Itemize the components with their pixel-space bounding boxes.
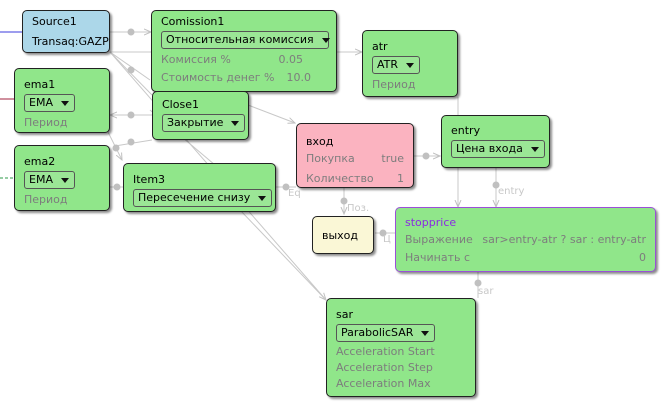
- prop-name: Стоимость денег %: [161, 71, 275, 84]
- node-title: atr: [372, 40, 388, 53]
- prop-row[interactable]: Покупка true: [306, 150, 404, 168]
- node-vhod[interactable]: вход Покупка true Количество 1: [296, 123, 414, 188]
- link-dot[interactable]: [112, 144, 120, 152]
- indicator-select[interactable]: EMA: [24, 94, 75, 112]
- link-dot[interactable]: [127, 138, 135, 146]
- node-item3[interactable]: Item3 Пересечение снизу: [123, 163, 276, 212]
- prop-row[interactable]: Начинать с 0: [405, 249, 646, 267]
- select-value: EMA: [29, 96, 53, 109]
- node-vyhod[interactable]: выход: [312, 216, 374, 254]
- node-title: entry: [451, 124, 481, 137]
- link-dot[interactable]: [282, 183, 290, 191]
- prop-row[interactable]: Период: [24, 114, 100, 132]
- node-ema2[interactable]: ema2 EMA Период: [14, 145, 110, 211]
- select-value: EMA: [29, 173, 53, 186]
- price-type-select[interactable]: Закрытие: [162, 114, 246, 132]
- prop-row[interactable]: Выражение sar>entry-atr ? sar : entry-atr: [405, 231, 646, 249]
- indicator-select[interactable]: ATR: [372, 56, 421, 74]
- node-title: выход: [322, 229, 359, 242]
- prop-row[interactable]: Период: [372, 76, 448, 94]
- node-sar[interactable]: sar ParabolicSAR Acceleration Start Acce…: [326, 298, 476, 397]
- prop-name: Комиссия %: [161, 53, 231, 66]
- chevron-down-icon: [321, 37, 330, 43]
- prop-row[interactable]: Acceleration Step: [336, 360, 466, 376]
- chevron-down-icon: [258, 195, 267, 201]
- node-title: ema1: [24, 78, 56, 91]
- prop-name: Acceleration Step: [336, 361, 433, 374]
- prop-row[interactable]: Стоимость денег % 10.0: [161, 69, 311, 87]
- link-label-poz: Поз.: [347, 203, 370, 214]
- prop-name: Выражение: [405, 233, 473, 246]
- link-item3-sar: [239, 209, 327, 301]
- prop-row[interactable]: Количество 1: [306, 170, 404, 188]
- prop-value: 0.05: [278, 53, 304, 66]
- prop-name: Период: [372, 78, 416, 91]
- link-dot[interactable]: [340, 197, 348, 205]
- node-ema1[interactable]: ema1 EMA Период: [14, 68, 110, 133]
- link-label-entry: entry: [498, 186, 525, 197]
- link-label-sar: sar: [478, 286, 494, 297]
- node-stopprice[interactable]: stopprice Выражение sar>entry-atr ? sar :…: [395, 207, 656, 272]
- node-title: ema2: [24, 155, 56, 168]
- node-title: stopprice: [405, 216, 457, 229]
- node-title: Item3: [133, 173, 166, 186]
- prop-row[interactable]: Acceleration Max: [336, 376, 466, 392]
- prop-value: 0: [639, 251, 646, 264]
- prop-value: 1: [397, 172, 404, 185]
- chevron-down-icon: [406, 62, 415, 68]
- prop-name: Период: [24, 116, 68, 129]
- commission-type-select[interactable]: Относительная комиссия: [161, 31, 330, 49]
- select-value: ATR: [377, 58, 399, 71]
- chevron-down-icon: [60, 177, 69, 183]
- node-title: Comission1: [161, 15, 225, 28]
- chevron-down-icon: [421, 330, 430, 336]
- link-dot[interactable]: [474, 279, 482, 287]
- prop-name: Количество: [306, 172, 374, 185]
- node-title: вход: [306, 135, 334, 148]
- prop-row[interactable]: Комиссия % 0.05: [161, 51, 303, 69]
- link-source-item3: [109, 51, 151, 81]
- node-title: Close1: [162, 98, 199, 111]
- entry-price-select[interactable]: Цена входа: [451, 140, 545, 158]
- link-close-vhod: [247, 104, 295, 123]
- node-source1[interactable]: Source1 Transaq:GAZP: [22, 10, 110, 53]
- prop-name: Период: [24, 193, 68, 206]
- link-label-eq: Eq: [288, 188, 301, 199]
- prop-row[interactable]: Acceleration Start: [336, 344, 466, 360]
- node-title: sar: [336, 308, 353, 321]
- link-dot[interactable]: [113, 183, 121, 191]
- source-security: Transaq:GAZP: [32, 35, 109, 48]
- select-value: Относительная комиссия: [166, 33, 314, 46]
- condition-select[interactable]: Пересечение снизу: [133, 189, 273, 207]
- node-close1[interactable]: Close1 Закрытие: [152, 91, 249, 140]
- prop-value: sar>entry-atr ? sar : entry-atr: [482, 233, 646, 246]
- link-label-c: Ц: [383, 234, 391, 245]
- select-value: Пересечение снизу: [138, 191, 251, 204]
- node-title: Source1: [32, 15, 77, 28]
- indicator-select[interactable]: ParabolicSAR: [336, 324, 436, 342]
- link-dot[interactable]: [379, 229, 387, 237]
- link-dot[interactable]: [127, 66, 135, 74]
- select-value: Цена входа: [456, 142, 523, 155]
- prop-name: Acceleration Max: [336, 377, 431, 390]
- prop-name: Начинать с: [405, 251, 471, 264]
- prop-value: 10.0: [286, 71, 312, 84]
- node-atr[interactable]: atr ATR Период: [362, 30, 458, 97]
- prop-name: Покупка: [306, 152, 355, 165]
- select-value: Закрытие: [167, 116, 224, 129]
- select-value: ParabolicSAR: [341, 326, 414, 339]
- link-dot[interactable]: [127, 28, 135, 36]
- node-comission1[interactable]: Comission1 Относительная комиссия Комисс…: [151, 10, 337, 92]
- prop-row[interactable]: Период: [24, 191, 100, 209]
- node-entry[interactable]: entry Цена входа: [441, 115, 550, 168]
- chevron-down-icon: [530, 146, 539, 152]
- chevron-down-icon: [231, 120, 240, 126]
- prop-name: Acceleration Start: [336, 345, 435, 358]
- link-dot[interactable]: [127, 111, 135, 119]
- link-dot[interactable]: [422, 152, 430, 160]
- indicator-select[interactable]: EMA: [24, 171, 75, 189]
- link-dot[interactable]: [492, 181, 500, 189]
- prop-value: true: [381, 152, 404, 165]
- chevron-down-icon: [60, 100, 69, 106]
